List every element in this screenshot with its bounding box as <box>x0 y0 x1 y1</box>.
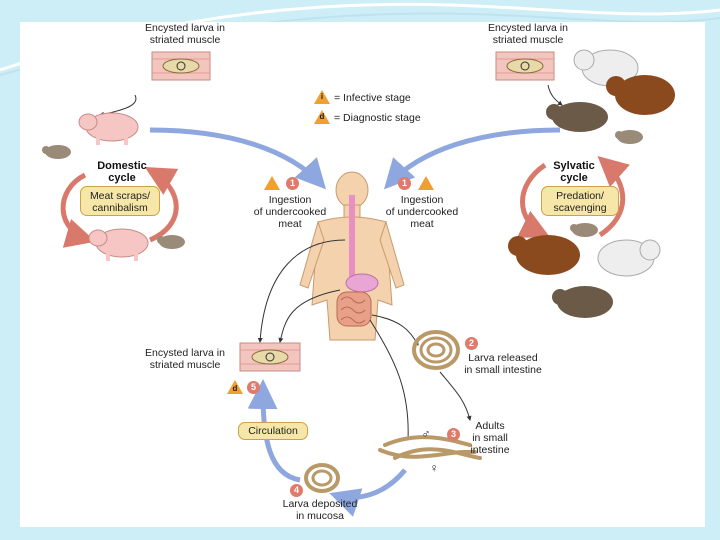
sylvatic-muscle-label: Encysted larva in striated muscle <box>488 22 568 46</box>
rat-icon <box>570 223 598 237</box>
legend-diagnostic-symbol: d <box>319 112 325 121</box>
muscle-cyst-icon <box>239 342 301 372</box>
legend-infective-label: = Infective stage <box>334 92 411 104</box>
legend-infective-symbol: i <box>320 92 324 101</box>
infective-stage-icon <box>264 176 280 190</box>
muscle-cyst-icon <box>151 51 211 81</box>
sylvatic-cycle-arrow-left <box>516 162 551 238</box>
worm-icon <box>304 463 340 493</box>
stomach-icon <box>345 273 379 293</box>
domestic-route-box: Meat scraps/ cannibalism <box>80 186 160 216</box>
pointer-line <box>99 94 137 117</box>
circulation-arrow <box>247 379 301 483</box>
bear-icon <box>508 235 580 275</box>
domestic-cycle-arrow-right <box>144 167 179 243</box>
infective-stage-icon <box>314 90 330 104</box>
circulation-box: Circulation <box>238 422 308 440</box>
boar-icon <box>546 102 608 132</box>
pig-icon <box>88 228 149 261</box>
female-symbol: ♀ <box>429 461 439 475</box>
diagnostic-stage-icon <box>227 380 243 394</box>
pointer-line <box>547 84 563 106</box>
pig-icon <box>78 112 139 145</box>
ingestion-arrow-right <box>383 127 561 190</box>
step-3-badge: 3 <box>447 428 460 441</box>
step-4-badge: 4 <box>290 484 303 497</box>
step-5-diagnostic-symbol: d <box>232 384 238 393</box>
step-5-badge: 5 <box>247 381 260 394</box>
legend-diagnostic-label: = Diagnostic stage <box>334 112 421 124</box>
step-1-badge: 1 <box>398 177 411 190</box>
domestic-muscle-label: Encysted larva in striated muscle <box>145 22 225 46</box>
sylvatic-cycle-title: Sylvatic cycle <box>553 160 595 184</box>
domestic-cycle-arrow-left <box>60 172 96 248</box>
boar-icon <box>552 286 613 318</box>
step-1-badge: 1 <box>286 177 299 190</box>
male-symbol: ♂ <box>421 427 431 441</box>
bear-icon <box>606 75 675 115</box>
bear-icon <box>573 49 639 87</box>
worm-icon <box>412 330 460 370</box>
ingestion-left-label: Ingestion of undercooked meat <box>253 194 327 230</box>
step-2-badge: 2 <box>465 337 478 350</box>
sylvatic-route-box: Predation/ scavenging <box>541 186 619 216</box>
pointer-line <box>278 289 341 343</box>
pointer-line <box>369 319 409 441</box>
rat-icon <box>42 145 71 159</box>
deposit-arrow <box>329 468 407 517</box>
infective-stage-icon <box>418 176 434 190</box>
muscle-cyst-icon <box>495 51 555 81</box>
step-2-label: Larva released in small intestine <box>464 352 542 376</box>
step-3-label: Adults in small intestine <box>470 420 510 456</box>
sylvatic-cycle-arrow-right <box>597 156 630 238</box>
pointer-line <box>439 371 472 421</box>
ingestion-arrow-left <box>149 127 327 190</box>
diagnostic-stage-icon <box>314 110 330 124</box>
step-5-muscle-label: Encysted larva in striated muscle <box>145 347 225 371</box>
rat-icon <box>615 130 643 144</box>
ingestion-right-label: Ingestion of undercooked meat <box>385 194 459 230</box>
bear-icon <box>597 239 661 277</box>
domestic-cycle-title: Domestic cycle <box>97 160 147 184</box>
pointer-line <box>371 314 419 346</box>
step-4-label: Larva deposited in mucosa <box>282 498 358 522</box>
rat-icon <box>157 235 185 249</box>
worm-icon <box>378 435 482 460</box>
pointer-line <box>257 239 346 343</box>
